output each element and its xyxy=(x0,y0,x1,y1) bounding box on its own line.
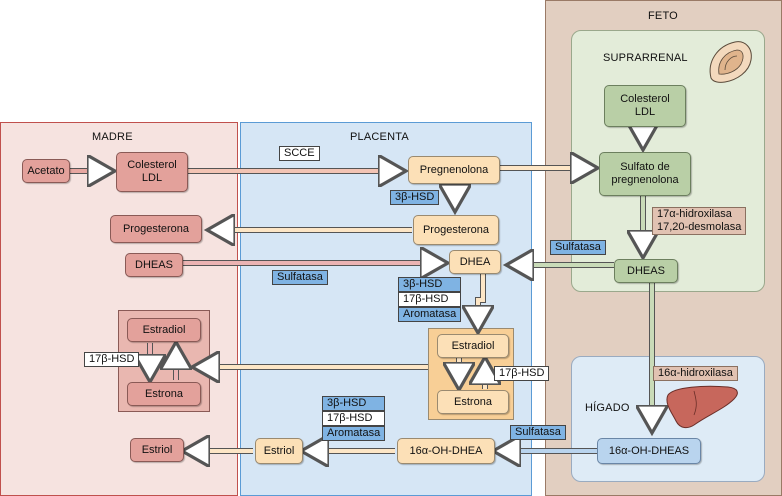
sulfato-pregnenolona-node: Sulfato de pregnenolona xyxy=(599,152,691,196)
hidroxilasa-16-label: 16α-hidroxilasa xyxy=(653,366,738,381)
stack2-aromatasa: Aromatasa xyxy=(322,426,386,441)
sulfatasa-feto-label: Sulfatasa xyxy=(550,240,606,255)
estrona-madre-node: Estrona xyxy=(127,382,201,406)
stack1-17b-hsd: 17β-HSD xyxy=(398,292,462,307)
arrow-dhea-estradiol xyxy=(478,274,483,329)
sulfato-line2: pregnenolona xyxy=(611,174,679,186)
colesterol-madre-line1: Colesterol xyxy=(127,159,177,171)
colesterol-ldl-feto-node: Colesterol LDL xyxy=(604,85,686,127)
pregnenolona-node: Pregnenolona xyxy=(408,156,500,184)
oh-dheas-node: 16α-OH-DHEAS xyxy=(597,438,701,464)
colesterol-feto-line1: Colesterol xyxy=(620,93,670,105)
desmolasa-label: 17,20-desmolasa xyxy=(652,221,747,235)
colesterol-madre-line2: LDL xyxy=(141,172,163,184)
estriol-placenta-node: Estriol xyxy=(255,438,303,464)
stack2-3b-hsd: 3β-HSD xyxy=(322,396,386,411)
suprarrenal-title: SUPRARRENAL xyxy=(603,52,688,64)
enzyme-stack-feto: 17α-hidroxilasa 17,20-desmolasa xyxy=(652,207,747,235)
hsd3-pregnenolona-label: 3β-HSD xyxy=(390,190,440,205)
hidroxilasa-17-label: 17α-hidroxilasa xyxy=(652,207,747,221)
hsd17-madre-label: 17β-HSD xyxy=(84,352,140,367)
placenta-title: PLACENTA xyxy=(350,131,409,143)
dheas-feto-node: DHEAS xyxy=(614,259,678,283)
higado-title: HÍGADO xyxy=(585,402,630,414)
enzyme-stack-estriol: 3β-HSD 17β-HSD Aromatasa xyxy=(322,396,386,441)
progesterona-madre-node: Progesterona xyxy=(110,215,202,243)
dheas-madre-node: DHEAS xyxy=(125,253,183,277)
scce-label: SCCE xyxy=(279,146,320,161)
estrona-placenta-node: Estrona xyxy=(437,390,509,414)
hsd17-placenta-label: 17β-HSD xyxy=(494,366,550,381)
stack2-17b-hsd: 17β-HSD xyxy=(322,411,386,426)
colesterol-ldl-madre-node: Colesterol LDL xyxy=(116,152,188,192)
madre-title: MADRE xyxy=(92,131,133,143)
feto-title: FETO xyxy=(648,10,678,22)
stack1-3b-hsd: 3β-HSD xyxy=(398,277,462,292)
liver-icon xyxy=(666,385,738,429)
oh-dhea-node: 16α-OH-DHEA xyxy=(397,438,495,464)
dhea-placenta-node: DHEA xyxy=(449,250,501,274)
enzyme-stack-aromatizacion: 3β-HSD 17β-HSD Aromatasa xyxy=(398,277,462,322)
progesterona-placenta-node: Progesterona xyxy=(413,215,499,245)
adrenal-gland-icon xyxy=(709,41,752,83)
estriol-madre-node: Estriol xyxy=(130,438,184,462)
sulfatasa-oh-label: Sulfatasa xyxy=(510,425,566,440)
stack1-aromatasa: Aromatasa xyxy=(398,307,462,322)
acetato-node: Acetato xyxy=(22,159,70,183)
sulfatasa-dheas-label: Sulfatasa xyxy=(272,270,328,285)
estradiol-placenta-node: Estradiol xyxy=(437,334,509,358)
colesterol-feto-line2: LDL xyxy=(634,106,656,118)
estradiol-madre-node: Estradiol xyxy=(127,318,201,342)
sulfato-line1: Sulfato de xyxy=(620,161,670,173)
